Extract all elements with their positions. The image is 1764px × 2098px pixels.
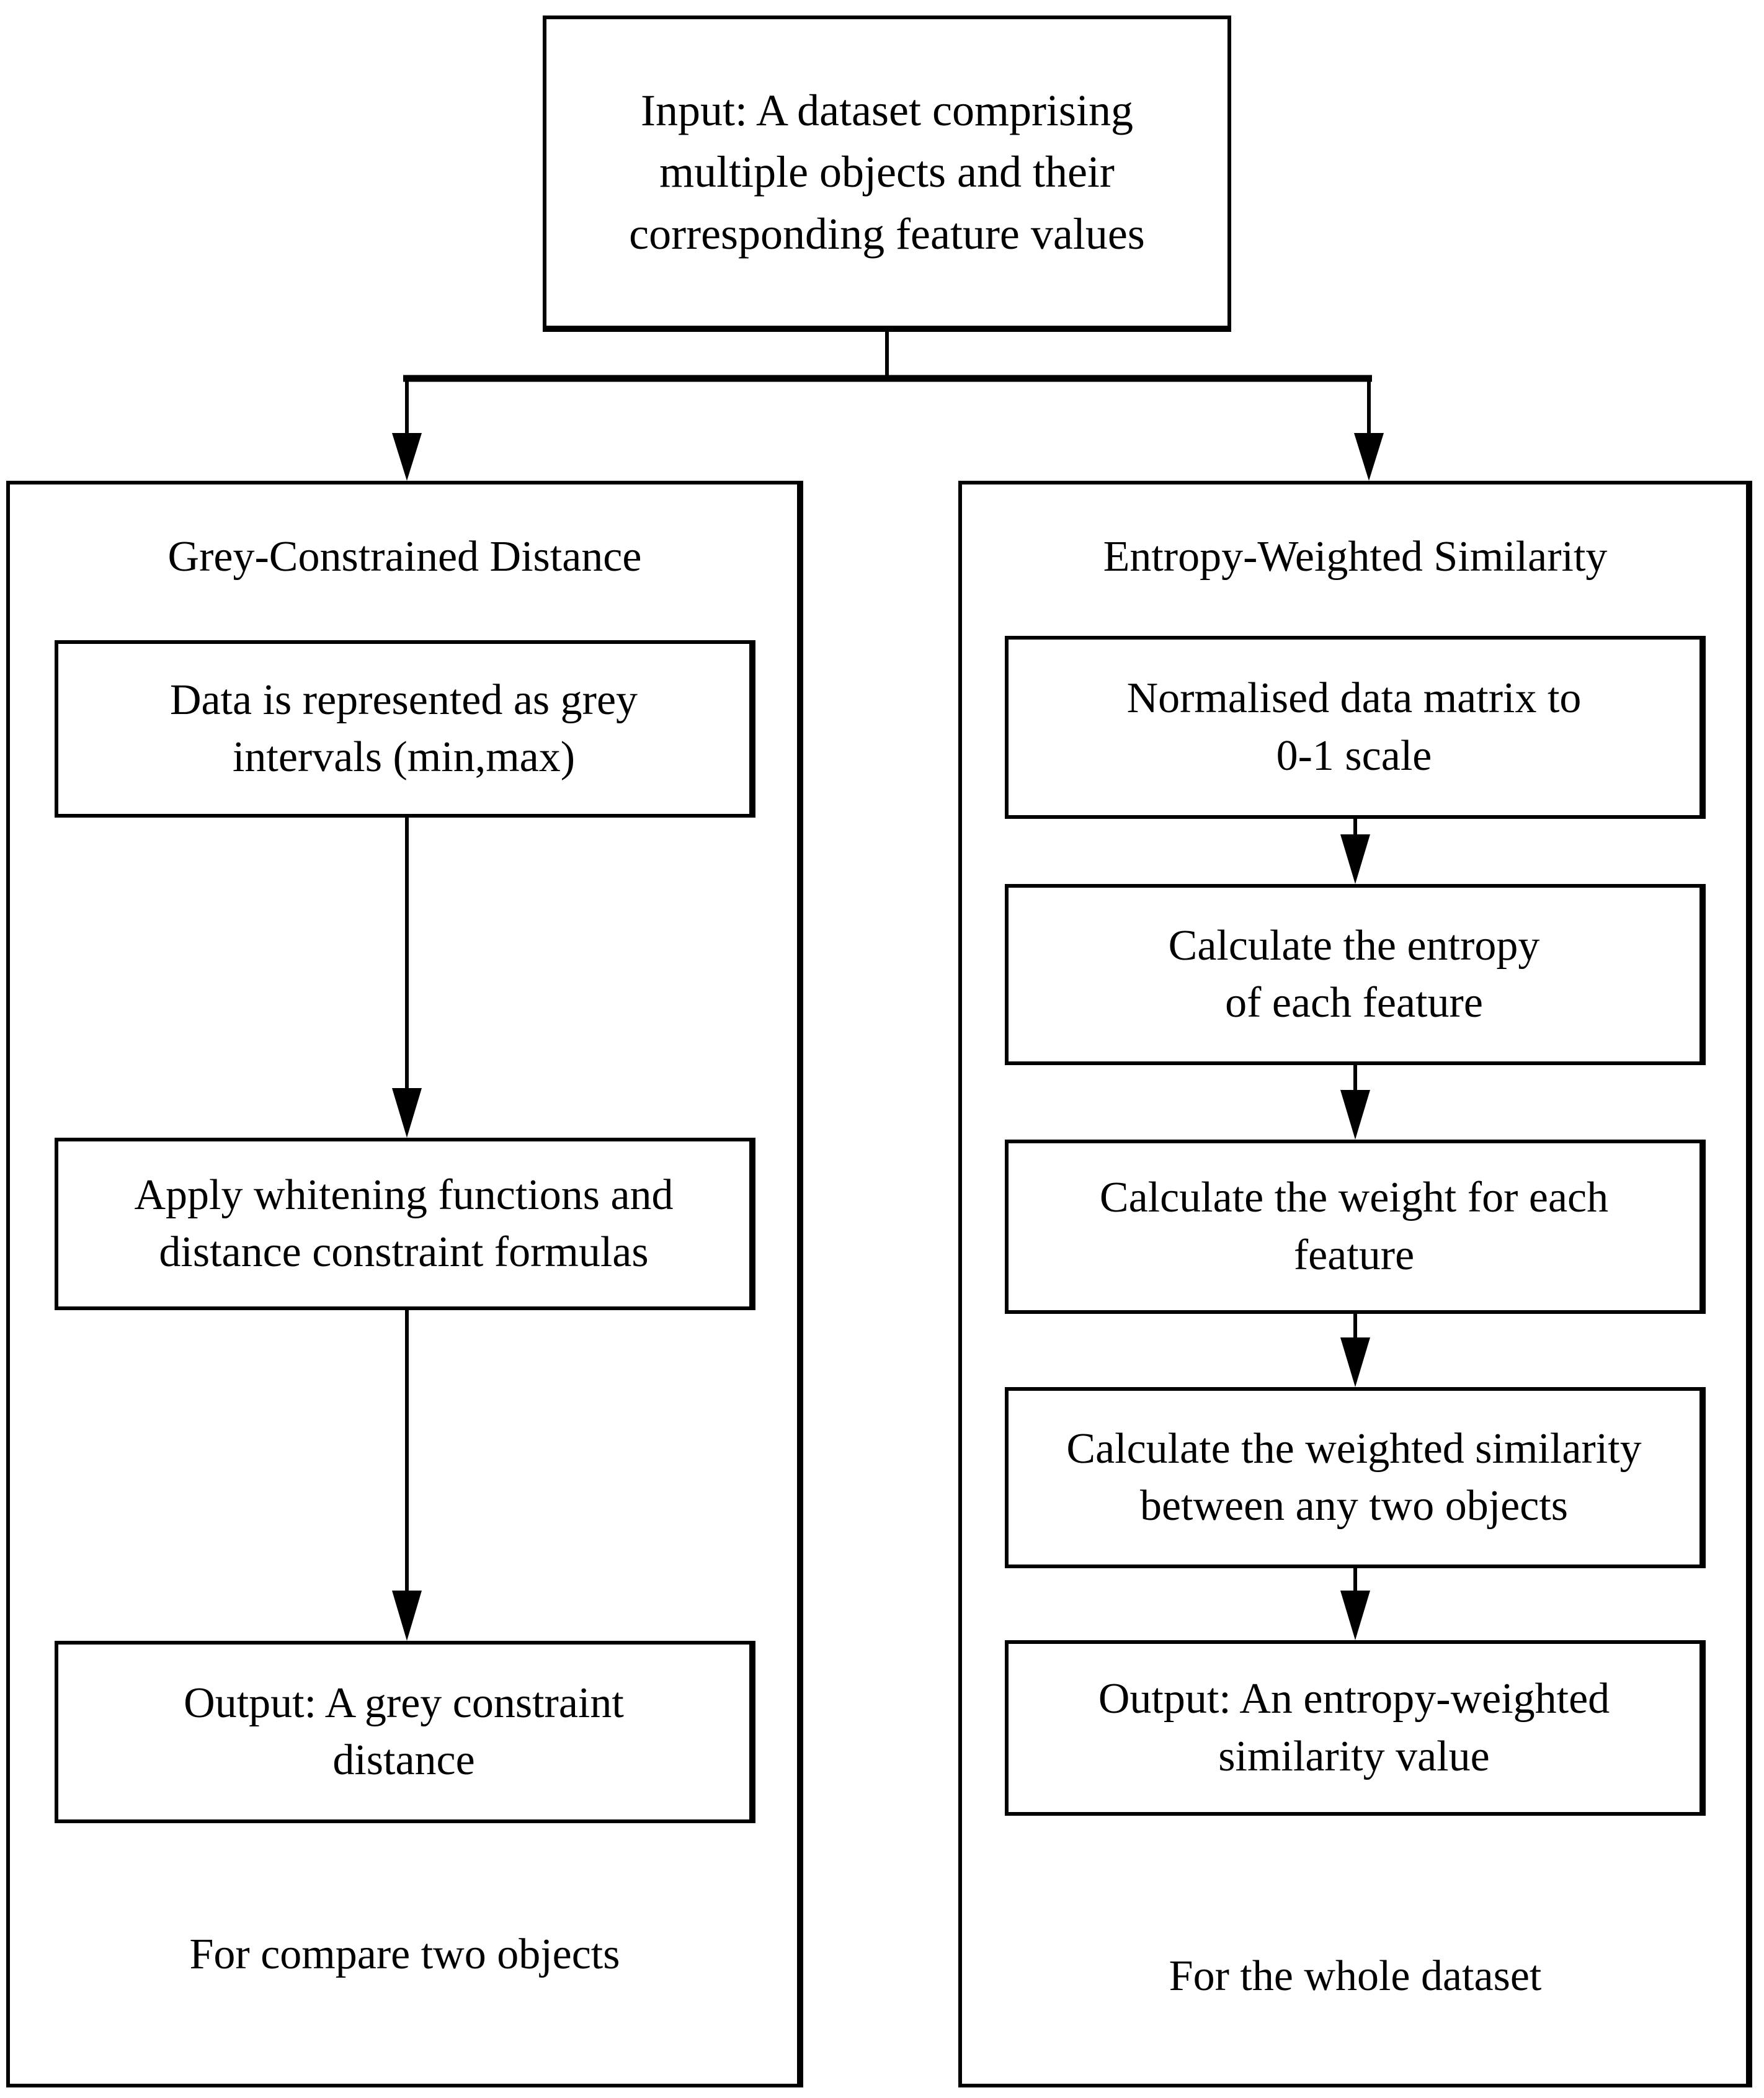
entropy-box: Calculate the entropy of each feature: [1005, 884, 1706, 1065]
left-branch-footer: For compare two objects: [189, 1930, 620, 1978]
similarity-output-box: Output: An entropy-weighted similarity v…: [1005, 1640, 1706, 1816]
input-dataset-box: Input: A dataset comprising multiple obj…: [543, 16, 1231, 332]
whitening-functions-box: Apply whitening functions and distance c…: [55, 1138, 755, 1310]
right-branch-footer: For the whole dataset: [1169, 1952, 1542, 2000]
normalise-matrix-box: Normalised data matrix to 0-1 scale: [1005, 636, 1706, 819]
weight-box: Calculate the weight for each feature: [1005, 1140, 1706, 1314]
branch-left-arrowhead: [392, 433, 422, 481]
right-branch-title: Entropy-Weighted Similarity: [1103, 533, 1608, 581]
grey-distance-output-box: Output: A grey constraint distance: [55, 1641, 755, 1823]
weighted-similarity-box: Calculate the weighted similarity betwee…: [1005, 1387, 1706, 1568]
branch-right-arrowhead: [1354, 433, 1384, 481]
grey-intervals-box: Data is represented as grey intervals (m…: [55, 640, 755, 818]
left-branch-title: Grey-Constrained Distance: [167, 533, 642, 581]
